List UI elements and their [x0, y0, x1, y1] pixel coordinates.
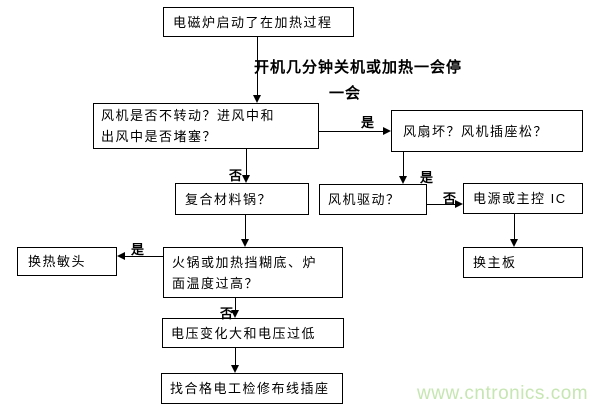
- arrowhead-hotpot-voltage: [231, 310, 239, 318]
- arrowhead-voltage-electrician: [231, 365, 239, 373]
- arrowhead-fancheck-composite: [242, 175, 250, 183]
- edge-label-no-composite: 否: [229, 168, 243, 183]
- arrowhead-fanbroken-fandrive: [399, 176, 407, 184]
- node-composite-pot: 复合材料锅？: [175, 183, 309, 215]
- node-fan-drive: 风机驱动？: [319, 184, 427, 215]
- node-fan-broken-label: 风扇坏？风机插座松？: [403, 123, 549, 139]
- connector-poweric-mainboard: [514, 214, 515, 239]
- connector-fancheck-fanbroken: [319, 131, 383, 132]
- connector-fancheck-composite: [246, 149, 247, 175]
- edge-label-yes-fanbroken: 是: [361, 115, 375, 130]
- node-electrician-label: 找合格电工检修布线插座: [170, 381, 330, 396]
- node-replace-thermistor-label: 换热敏头: [28, 254, 87, 269]
- node-power-ic-label: 电源或主控 IC: [473, 191, 567, 206]
- edge-label-no-poweric: 否: [443, 191, 457, 206]
- arrowhead-hotpot-thermistor: [117, 252, 125, 260]
- edge-label-condition-line1: 开机几分钟关机或加热一会停: [254, 59, 463, 76]
- node-hotpot-overheat-line2: 面温度过高？: [172, 275, 260, 291]
- edge-label-condition-line2: 一会: [329, 85, 362, 102]
- node-fan-check-line1: 风机是否不转动？进风中和: [101, 108, 276, 123]
- node-hotpot-overheat-line1: 火锅或加热挡糊底、炉: [172, 254, 318, 270]
- node-replace-mainboard: 换主板: [463, 247, 583, 278]
- node-fan-broken: 风扇坏？风机插座松？: [391, 110, 583, 152]
- arrowhead-fancheck-fanbroken: [383, 127, 391, 135]
- node-hotpot-overheat: 火锅或加热挡糊底、炉 面温度过高？: [163, 247, 343, 298]
- node-replace-thermistor: 换热敏头: [17, 247, 117, 276]
- node-voltage: 电压变化大和电压过低: [162, 318, 344, 348]
- connector-fanbroken-fandrive: [403, 152, 404, 176]
- connector-voltage-electrician: [235, 348, 236, 365]
- node-power-ic: 电源或主控 IC: [463, 183, 583, 214]
- arrowhead-fandrive-poweric: [455, 200, 463, 208]
- arrowhead-composite-hotpot: [241, 239, 249, 247]
- node-replace-mainboard-label: 换主板: [473, 255, 517, 270]
- connector-hotpot-voltage: [235, 298, 236, 310]
- arrowhead-start-fancheck: [253, 95, 261, 103]
- node-voltage-label: 电压变化大和电压过低: [171, 325, 317, 341]
- connector-fandrive-poweric: [427, 204, 455, 205]
- edge-label-no-voltage: 否: [220, 306, 234, 321]
- node-fan-drive-label: 风机驱动？: [328, 192, 401, 207]
- node-fan-check-line2: 出风中是否堵塞？: [101, 129, 218, 144]
- node-start-label: 电磁炉启动了在加热过程: [173, 14, 333, 30]
- node-start: 电磁炉启动了在加热过程: [163, 7, 354, 37]
- node-fan-check: 风机是否不转动？进风中和 出风中是否堵塞？: [93, 103, 319, 149]
- connector-hotpot-thermistor: [125, 256, 163, 257]
- node-electrician: 找合格电工检修布线插座: [161, 373, 343, 404]
- edge-label-yes-fandrive: 是: [420, 170, 434, 185]
- connector-composite-hotpot: [245, 215, 246, 239]
- node-composite-pot-label: 复合材料锅？: [185, 191, 273, 207]
- connector-start-fancheck: [257, 37, 258, 96]
- arrowhead-poweric-mainboard: [510, 239, 518, 247]
- edge-label-yes-thermistor: 是: [131, 242, 145, 257]
- watermark-text: www.cntronics.com: [417, 383, 589, 404]
